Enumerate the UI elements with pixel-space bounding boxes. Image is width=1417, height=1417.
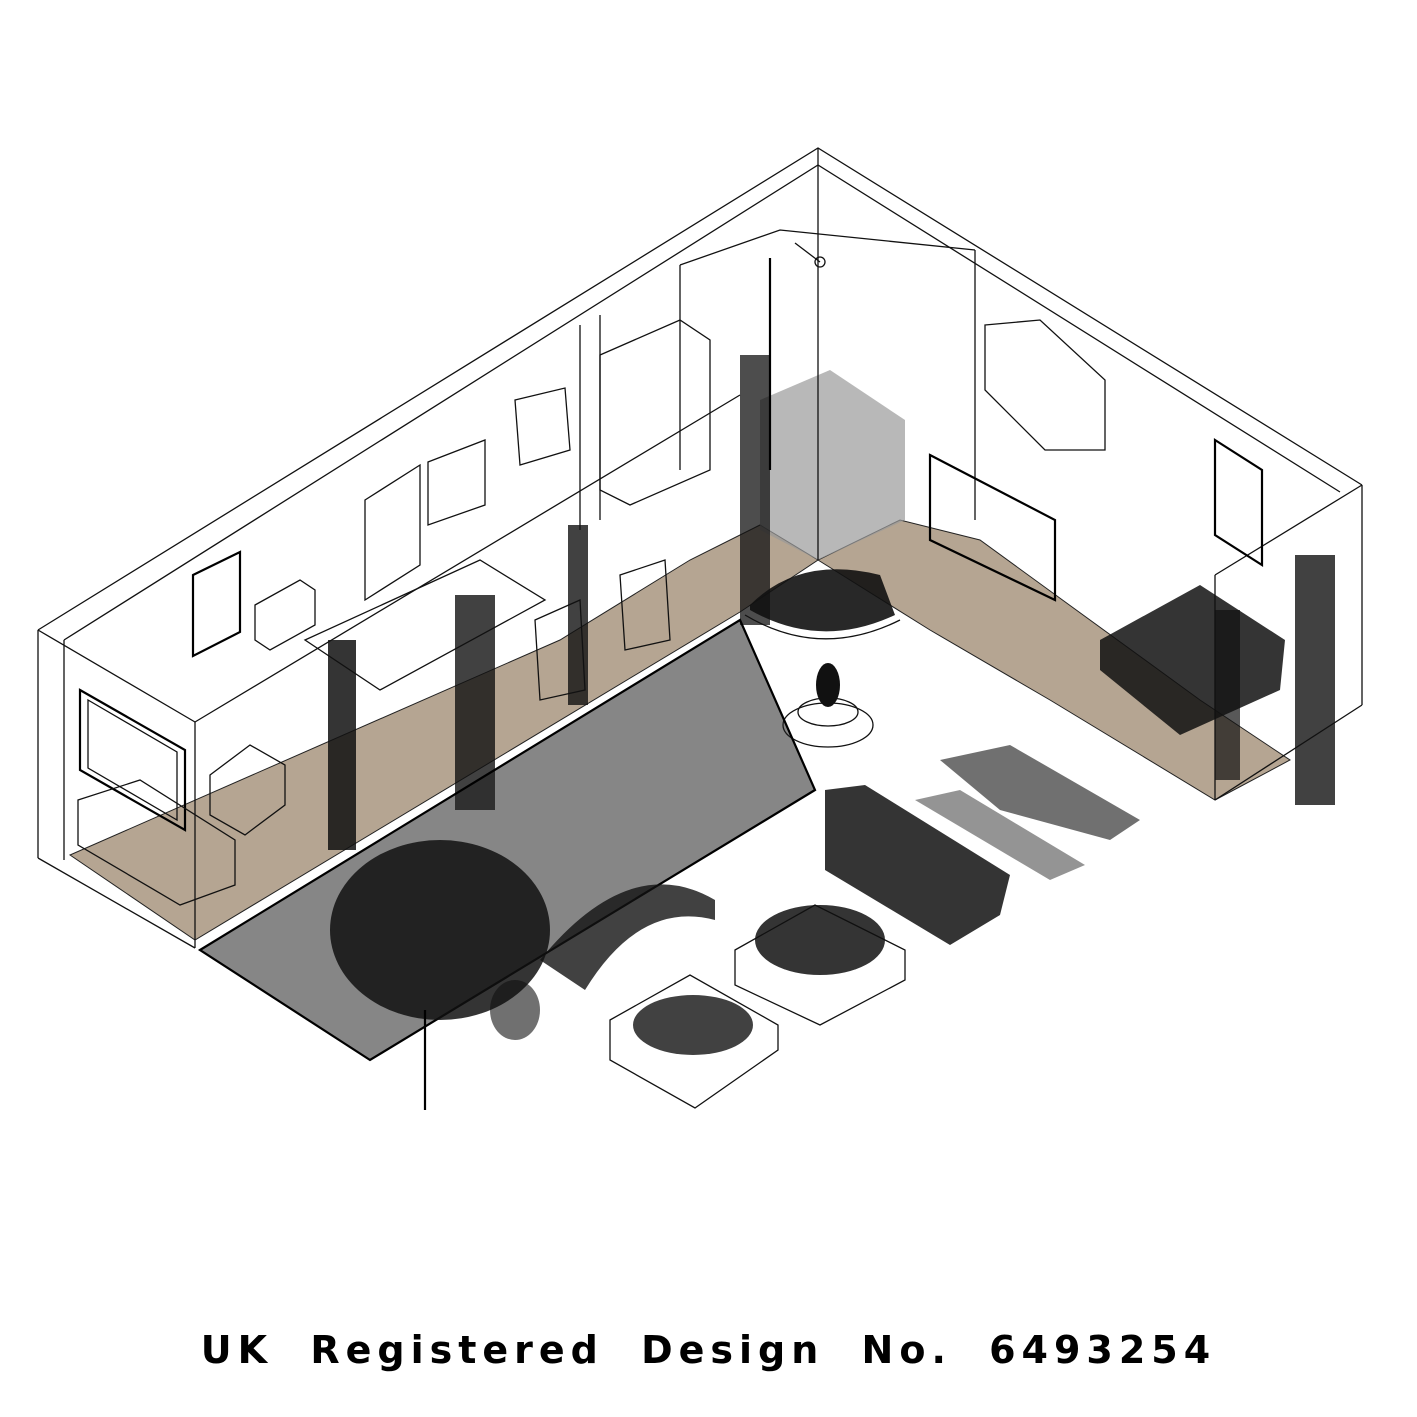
planter-corner — [744, 569, 901, 640]
tree — [330, 840, 550, 1110]
shelving-units — [534, 319, 711, 701]
curtains-right — [1215, 555, 1335, 805]
sofa — [77, 779, 236, 906]
arched-bench — [540, 884, 715, 990]
raised-bed-2 — [609, 974, 779, 1109]
wardrobe-shelves — [928, 319, 1106, 602]
vegetable-rows — [825, 745, 1140, 945]
tv-screen — [78, 688, 187, 832]
fountain — [782, 663, 874, 748]
wall-picture — [191, 550, 242, 658]
raised-bed-1 — [734, 904, 906, 1026]
wall-shelf — [254, 579, 316, 651]
side-tables — [209, 744, 286, 836]
shower-area — [760, 370, 905, 560]
shower-fixture — [768, 242, 826, 470]
registered-design-caption: UK Registered Design No. 6493254 — [200, 1328, 1217, 1372]
right-wing-floor — [816, 519, 1291, 801]
wall-mirror — [1213, 437, 1264, 568]
building-walls — [37, 147, 1363, 949]
